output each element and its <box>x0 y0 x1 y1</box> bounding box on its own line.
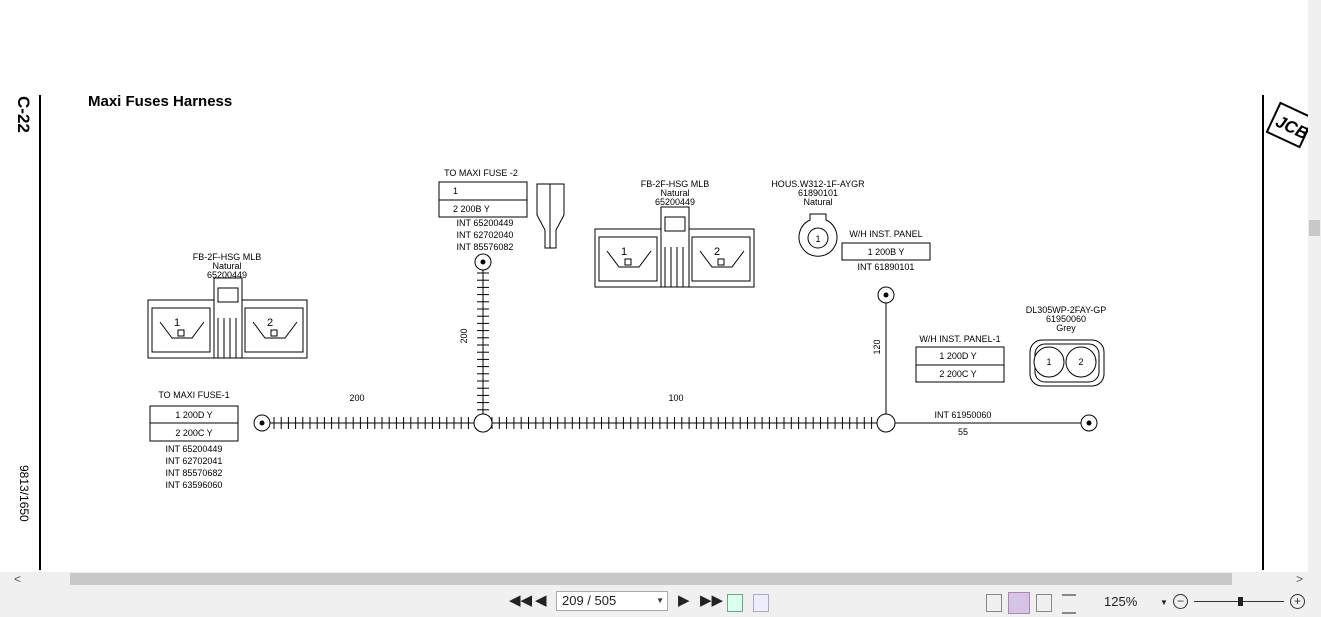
hous-connector: HOUS.W312-1F-AYGR 61890101 Natural 1 <box>771 179 865 257</box>
svg-text:INT 85570682: INT 85570682 <box>166 468 223 478</box>
previous-page-icon[interactable]: ◀ <box>535 592 547 609</box>
svg-text:2 200B Y: 2 200B Y <box>453 204 490 214</box>
terminal-label: INT 61950060 <box>935 410 992 420</box>
length-branch: 200 <box>459 328 469 343</box>
svg-text:1: 1 <box>815 234 820 244</box>
document-page: C-22 9813/1650 Maxi Fuses Harness JCB 20… <box>14 93 1308 570</box>
scroll-left-arrow-icon[interactable]: < <box>14 572 22 586</box>
page-number-input[interactable]: 209 / 505 ▼ <box>556 591 668 611</box>
pin-label: 1 <box>621 246 627 258</box>
doc-number: 9813/1650 <box>17 465 31 522</box>
next-view-icon[interactable] <box>753 594 769 612</box>
scroll-right-arrow-icon[interactable]: > <box>1296 572 1304 586</box>
svg-text:Natural: Natural <box>212 261 241 271</box>
connector-left-label: FB-2F-HSG MLB Natural 65200449 <box>193 252 262 280</box>
next-page-icon[interactable]: ▶ <box>678 592 690 609</box>
zoom-level[interactable]: 125% <box>1104 594 1138 609</box>
svg-text:Natural: Natural <box>803 197 832 207</box>
svg-text:DL305WP-2FAY-GP: DL305WP-2FAY-GP <box>1026 305 1107 315</box>
two-page-continuous-view-icon[interactable] <box>1062 594 1076 614</box>
svg-text:61950060: 61950060 <box>1046 314 1086 324</box>
vertical-scroll-thumb[interactable] <box>1309 220 1320 236</box>
svg-text:TO MAXI FUSE -2: TO MAXI FUSE -2 <box>444 168 518 178</box>
svg-text:INT 65200449: INT 65200449 <box>457 218 514 228</box>
svg-text:1: 1 <box>453 186 458 196</box>
zoom-dropdown-icon[interactable]: ▼ <box>1160 598 1168 607</box>
splice-nodes <box>253 253 1098 433</box>
svg-text:1 200D Y: 1 200D Y <box>939 351 976 361</box>
svg-text:INT 62702040: INT 62702040 <box>457 230 514 240</box>
horizontal-scrollbar[interactable]: < > <box>0 572 1321 586</box>
pin-label: 2 <box>267 317 273 329</box>
svg-text:Natural: Natural <box>660 188 689 198</box>
length-right-vert: 120 <box>872 339 882 354</box>
first-page-icon[interactable]: ◀◀ <box>509 592 533 609</box>
svg-text:INT 61890101: INT 61890101 <box>858 262 915 272</box>
jcb-logo: JCB <box>1265 101 1308 149</box>
page-title: Maxi Fuses Harness <box>88 93 232 110</box>
pin-label: 1 <box>174 317 180 329</box>
continuous-view-icon[interactable] <box>1008 592 1030 614</box>
previous-view-icon[interactable] <box>727 594 743 612</box>
inst-panel-block: W/H INST. PANEL 1 200B Y INT 61890101 <box>841 229 931 272</box>
zoom-in-icon[interactable]: + <box>1290 594 1305 609</box>
svg-text:2 200C Y: 2 200C Y <box>175 428 212 438</box>
section-code: C-22 <box>14 96 33 133</box>
splice-node-1 <box>473 413 493 433</box>
zoom-out-icon[interactable]: − <box>1173 594 1188 609</box>
svg-text:FB-2F-HSG MLB: FB-2F-HSG MLB <box>641 179 710 189</box>
fuse2-block: TO MAXI FUSE -2 1 2 200B Y INT 65200449 … <box>438 168 528 252</box>
length-left: 200 <box>349 393 364 403</box>
zoom-slider-thumb[interactable] <box>1238 597 1243 606</box>
length-right: 55 <box>958 427 968 437</box>
svg-text:65200449: 65200449 <box>207 270 247 280</box>
page-number-value: 209 / 505 <box>562 593 617 608</box>
svg-text:2: 2 <box>1078 357 1083 367</box>
svg-text:TO MAXI FUSE-1: TO MAXI FUSE-1 <box>158 390 229 400</box>
terminal-icon <box>536 183 565 249</box>
svg-text:INT 85576082: INT 85576082 <box>457 242 514 252</box>
vertical-scrollbar[interactable] <box>1308 0 1321 572</box>
pin-label: 2 <box>714 246 720 258</box>
dropdown-arrow-icon[interactable]: ▼ <box>656 596 664 605</box>
wire-ticks <box>273 272 873 429</box>
splice-node-2 <box>876 413 896 433</box>
svg-text:61890101: 61890101 <box>798 188 838 198</box>
svg-text:INT 62702041: INT 62702041 <box>166 456 223 466</box>
length-mid: 100 <box>668 393 683 403</box>
fuse1-block: TO MAXI FUSE-1 1 200D Y 2 200C Y INT 652… <box>149 390 239 490</box>
svg-text:1 200B Y: 1 200B Y <box>868 247 905 257</box>
inst-panel1-block: W/H INST. PANEL-1 1 200D Y 2 200C Y <box>915 334 1005 383</box>
svg-text:Grey: Grey <box>1056 323 1076 333</box>
single-page-view-icon[interactable] <box>986 594 1002 612</box>
horizontal-scroll-thumb[interactable] <box>70 573 1232 585</box>
svg-text:1 200D Y: 1 200D Y <box>175 410 212 420</box>
svg-text:65200449: 65200449 <box>655 197 695 207</box>
svg-text:W/H INST. PANEL-1: W/H INST. PANEL-1 <box>919 334 1000 344</box>
svg-text:FB-2F-HSG MLB: FB-2F-HSG MLB <box>193 252 262 262</box>
last-page-icon[interactable]: ▶▶ <box>700 592 724 609</box>
svg-text:2 200C Y: 2 200C Y <box>939 369 976 379</box>
two-page-view-icon[interactable] <box>1036 594 1052 612</box>
dl-connector: DL305WP-2FAY-GP 61950060 Grey 1 2 <box>1026 305 1107 387</box>
svg-text:INT 63596060: INT 63596060 <box>166 480 223 490</box>
svg-text:W/H INST. PANEL: W/H INST. PANEL <box>849 229 922 239</box>
connector-mid-label: FB-2F-HSG MLB Natural 65200449 <box>641 179 710 207</box>
svg-text:HOUS.W312-1F-AYGR: HOUS.W312-1F-AYGR <box>771 179 865 189</box>
wiring-diagram: C-22 9813/1650 Maxi Fuses Harness JCB 20… <box>14 93 1308 570</box>
svg-text:INT 65200449: INT 65200449 <box>166 444 223 454</box>
svg-text:1: 1 <box>1046 357 1051 367</box>
